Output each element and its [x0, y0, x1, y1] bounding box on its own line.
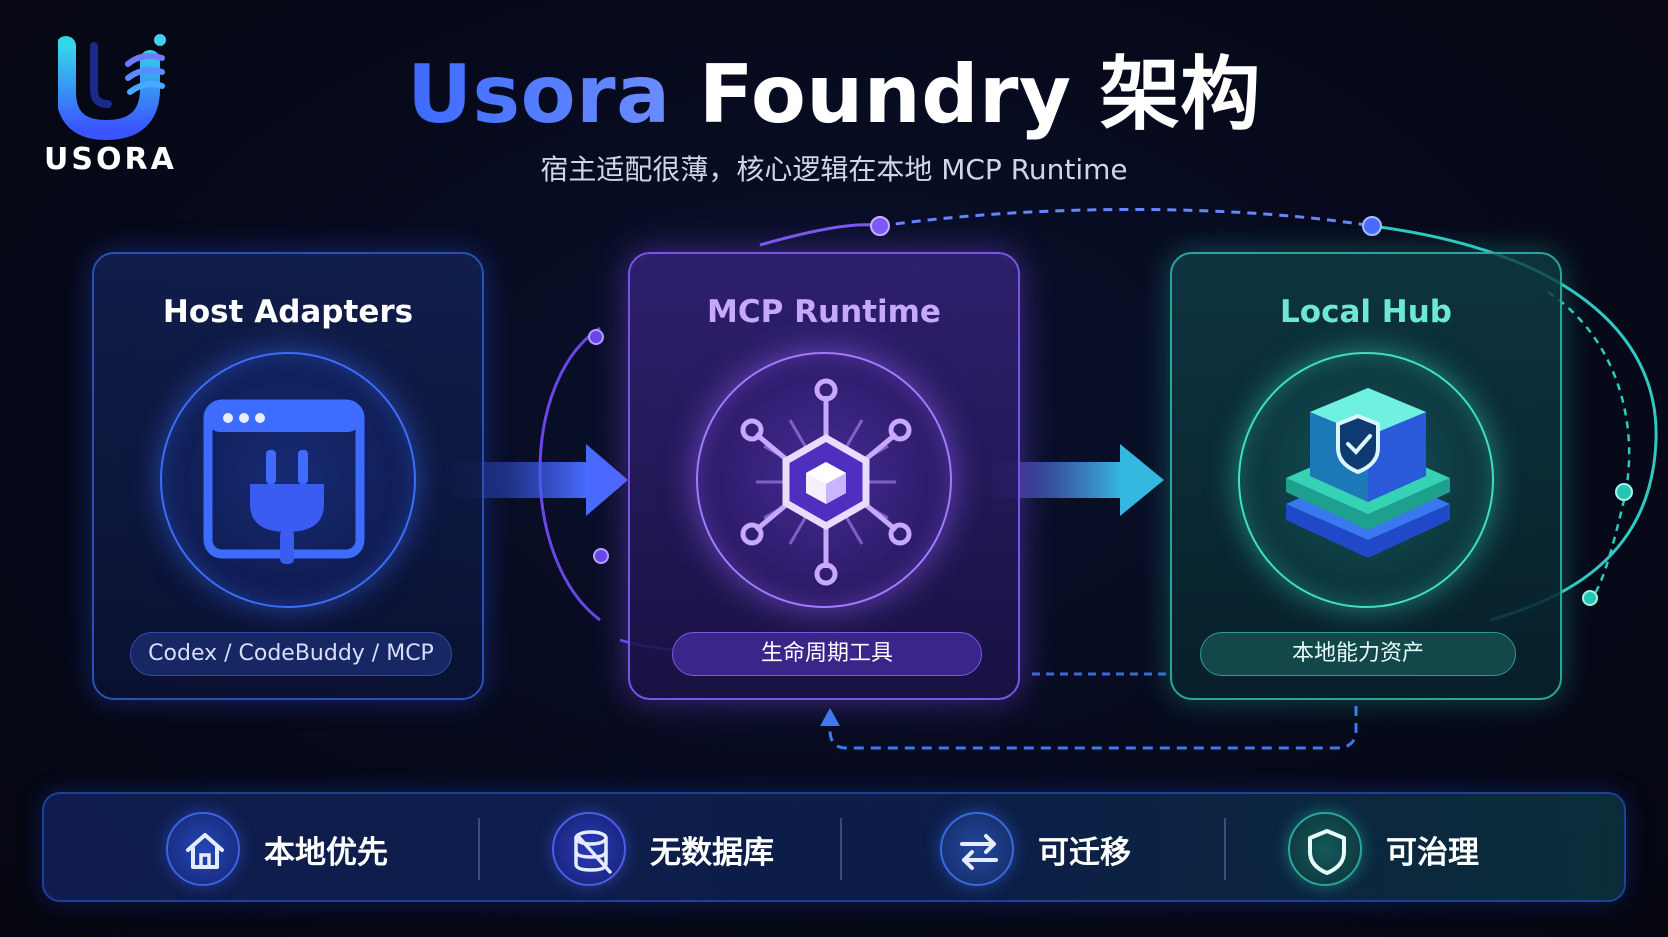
title-brand: Usora [407, 48, 671, 141]
divider [478, 818, 480, 880]
card-local-hub: Local Hub 本地能力资产 [1170, 252, 1562, 700]
feature-label: 可治理 [1386, 834, 1479, 871]
page-subtitle: 宿主适配很薄，核心逻辑在本地 MCP Runtime [540, 153, 1128, 186]
divider [1224, 818, 1226, 880]
card-mcp-runtime: MCP Runtime 生命周期工具 [628, 252, 1020, 700]
card-title: Local Hub [1280, 294, 1452, 330]
database-off-icon [552, 812, 626, 886]
feature-label: 本地优先 [264, 834, 388, 871]
card-icon-ring [1238, 352, 1494, 608]
card-icon-ring [696, 352, 952, 608]
feature-governable: 可治理 [1288, 812, 1479, 886]
shield-cube-stack-icon [1286, 388, 1450, 558]
page-title: Usora Foundry 架构 [0, 30, 1668, 146]
return-dashed-arrow [820, 672, 1358, 750]
feature-local-first: 本地优先 [166, 812, 388, 886]
divider [840, 818, 842, 880]
orbit-nodes [588, 216, 1633, 606]
home-icon [166, 812, 240, 886]
feature-label: 无数据库 [650, 834, 774, 871]
logo-wordmark: USORA [44, 142, 177, 177]
card-title: MCP Runtime [707, 294, 941, 330]
feature-no-database: 无数据库 [552, 812, 774, 886]
usora-logo-icon [58, 34, 166, 140]
feature-label: 可迁移 [1038, 834, 1131, 871]
card-pill: 生命周期工具 [672, 632, 982, 676]
card-title: Host Adapters [162, 294, 414, 330]
usora-logo: USORA [40, 30, 180, 180]
hexagon-network-icon [740, 378, 912, 586]
card-host-adapters: Host Adapters Codex / CodeBuddy / MCP [92, 252, 484, 700]
swap-arrows-icon [940, 812, 1014, 886]
browser-plug-icon [203, 399, 365, 564]
features-bar: 本地优先 无数据库 可迁移 可治理 [42, 792, 1626, 902]
shield-icon [1288, 812, 1362, 886]
title-rest: Foundry 架构 [698, 48, 1261, 141]
feature-portable: 可迁移 [940, 812, 1131, 886]
card-icon-ring [160, 352, 416, 608]
card-pill: 本地能力资产 [1200, 632, 1516, 676]
card-pill: Codex / CodeBuddy / MCP [130, 632, 452, 676]
